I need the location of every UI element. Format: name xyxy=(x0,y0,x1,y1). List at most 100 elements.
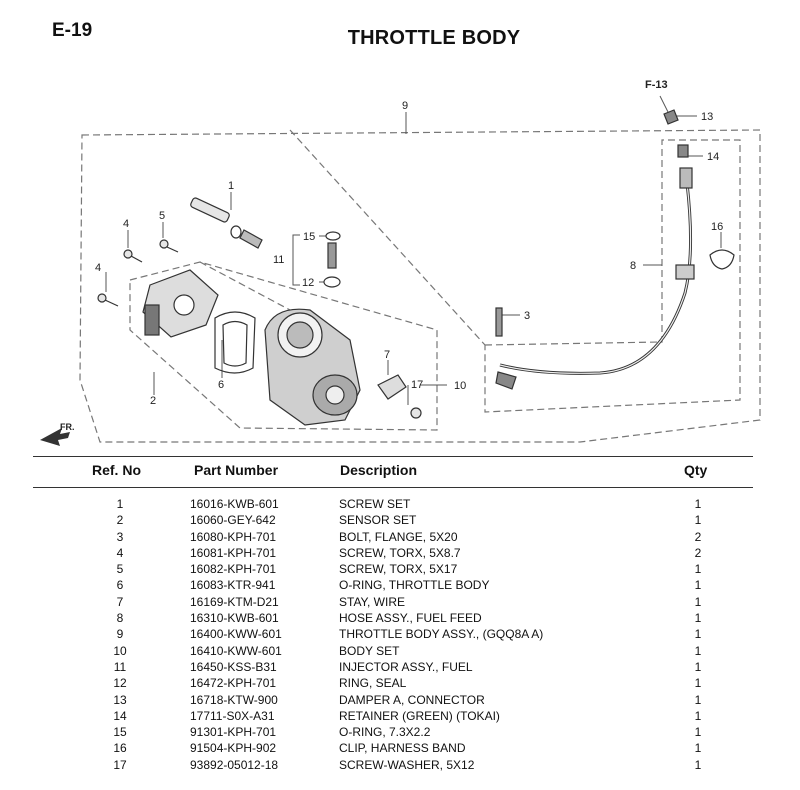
ref-no-cell: 7 xyxy=(116,594,124,609)
description-cell: SCREW SET xyxy=(339,497,411,511)
qty-cell: 1 xyxy=(694,513,702,528)
part-number-cell: 16718-KTW-900 xyxy=(190,692,278,707)
callout-10: 10 xyxy=(454,380,466,392)
description-cell: SCREW-WASHER, 5X12 xyxy=(339,757,475,772)
qty-cell: 1 xyxy=(694,692,702,707)
part-number-cell: 16083-KTR-941 xyxy=(190,578,276,593)
part-number-cell: 16082-KPH-701 xyxy=(190,562,277,577)
part-number-cell: 93892-05012-18 xyxy=(190,757,279,772)
qty-cell: 1 xyxy=(694,757,702,772)
ref-no-cell: 1 xyxy=(116,497,124,511)
qty-cell: 2 xyxy=(694,529,702,544)
header-qty: Qty xyxy=(684,462,708,478)
ref-no-cell: 15 xyxy=(113,725,127,740)
table-row: 12 16472-KPH-701 RING, SEAL 1 xyxy=(0,675,800,691)
part-number-cell: 16060-GEY-642 xyxy=(190,513,276,528)
description-cell: BOLT, FLANGE, 5X20 xyxy=(339,529,458,544)
ref-no-cell: 9 xyxy=(116,627,124,642)
header-ref-no: Ref. No xyxy=(92,462,141,478)
description-cell: BODY SET xyxy=(339,643,400,658)
qty-cell: 1 xyxy=(694,497,702,511)
callout-12: 12 xyxy=(302,277,314,289)
part-number-cell: 16450-KSS-B31 xyxy=(190,659,277,674)
callout-7: 7 xyxy=(384,349,390,361)
ref-no-cell: 10 xyxy=(113,643,127,658)
ref-no-cell: 17 xyxy=(113,757,127,772)
part-number-cell: 16410-KWW-601 xyxy=(190,643,282,658)
description-cell: STAY, WIRE xyxy=(339,594,406,609)
page-code: E-19 xyxy=(52,20,93,41)
callout-17: 17 xyxy=(411,379,423,391)
ref-no-cell: 8 xyxy=(116,611,124,626)
ref-no-cell: 4 xyxy=(116,545,124,560)
ref-no-cell: 5 xyxy=(116,562,124,577)
callout-5: 5 xyxy=(159,210,165,222)
callout-11: 11 xyxy=(273,254,284,266)
ref-no-cell: 14 xyxy=(113,708,127,723)
callout-6: 6 xyxy=(218,379,224,391)
page-title: THROTTLE BODY xyxy=(347,27,521,49)
part-number-cell: 16016-KWB-601 xyxy=(190,497,279,511)
description-cell: SCREW, TORX, 5X17 xyxy=(339,562,458,577)
ref-no-cell: 13 xyxy=(113,692,127,707)
qty-cell: 1 xyxy=(694,594,702,609)
callout-14: 14 xyxy=(707,151,719,163)
qty-cell: 2 xyxy=(694,545,702,560)
ref-no-cell: 12 xyxy=(113,676,127,691)
assembly-boundary-9 xyxy=(79,129,761,443)
description-cell: O-RING, THROTTLE BODY xyxy=(339,578,490,593)
qty-cell: 1 xyxy=(694,725,702,740)
qty-cell: 1 xyxy=(694,643,702,658)
ref-no-cell: 3 xyxy=(116,529,124,544)
qty-cell: 1 xyxy=(694,627,702,642)
description-cell: RING, SEAL xyxy=(339,676,407,691)
callout-15: 15 xyxy=(303,231,315,243)
ref-no-cell: 16 xyxy=(113,741,127,756)
callout-9: 9 xyxy=(402,100,408,112)
callout-1: 1 xyxy=(228,180,234,192)
table-top-rule xyxy=(33,456,753,457)
table-row: 17 93892-05012-18 SCREW-WASHER, 5X12 1 xyxy=(0,757,800,773)
description-cell: INJECTOR ASSY., FUEL xyxy=(339,659,473,674)
qty-cell: 1 xyxy=(694,578,702,593)
description-cell: THROTTLE BODY ASSY., (GQQ8A A) xyxy=(339,627,544,642)
part-number-cell: 16472-KPH-701 xyxy=(190,676,277,691)
callout-2: 2 xyxy=(150,395,156,407)
qty-cell: 1 xyxy=(694,708,702,723)
callout-16: 16 xyxy=(711,221,723,233)
table-row: 2 16060-GEY-642 SENSOR SET 1 xyxy=(0,512,800,528)
part-number-cell: 16400-KWW-601 xyxy=(190,627,282,642)
header-part-number: Part Number xyxy=(194,462,279,478)
reference-f13: F-13 xyxy=(645,79,668,91)
part-number-cell: 91301-KPH-701 xyxy=(190,725,277,740)
table-row: 15 91301-KPH-701 O-RING, 7.3X2.2 1 xyxy=(0,724,800,740)
qty-cell: 1 xyxy=(694,611,702,626)
description-cell: SCREW, TORX, 5X8.7 xyxy=(339,545,461,560)
part-number-cell: 91504-KPH-902 xyxy=(190,741,277,756)
part-number-cell: 16310-KWB-601 xyxy=(190,611,279,626)
table-row: 1 16016-KWB-601 SCREW SET 1 xyxy=(0,496,800,512)
description-cell: CLIP, HARNESS BAND xyxy=(339,741,466,756)
part-number-cell: 16080-KPH-701 xyxy=(190,529,277,544)
ref-no-cell: 6 xyxy=(116,578,124,593)
description-cell: O-RING, 7.3X2.2 xyxy=(339,725,431,740)
ref-no-cell: 2 xyxy=(116,513,124,528)
callout-8: 8 xyxy=(630,260,636,272)
part-number-cell: 17711-S0X-A31 xyxy=(190,708,275,723)
table-row: 7 16169-KTM-D21 STAY, WIRE 1 xyxy=(0,594,800,610)
part-number-cell: 16169-KTM-D21 xyxy=(190,594,279,609)
table-row: 13 16718-KTW-900 DAMPER A, CONNECTOR 1 xyxy=(0,692,800,708)
description-cell: DAMPER A, CONNECTOR xyxy=(339,692,485,707)
callout-4b: 4 xyxy=(95,262,101,274)
callout-13: 13 xyxy=(701,111,713,123)
front-label: FR. xyxy=(60,422,75,432)
callout-4a: 4 xyxy=(123,218,129,230)
qty-cell: 1 xyxy=(694,676,702,691)
assembly-boundary-8 xyxy=(484,139,741,413)
description-cell: SENSOR SET xyxy=(339,513,417,528)
table-row: 10 16410-KWW-601 BODY SET 1 xyxy=(0,643,800,659)
